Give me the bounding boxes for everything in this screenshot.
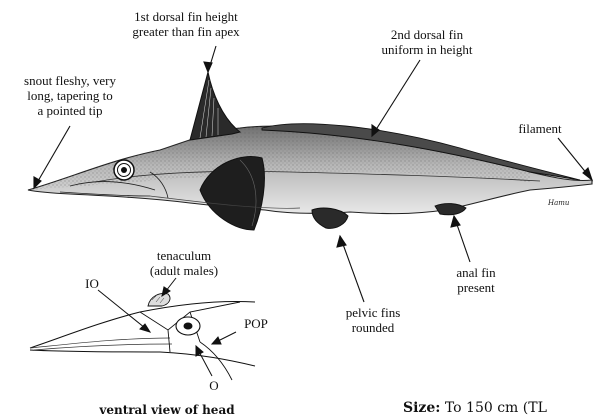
label-tenaculum-line-1: tenaculum bbox=[134, 248, 234, 263]
label-snout-line-2: long, tapering to bbox=[0, 88, 140, 103]
label-pop-text: POP bbox=[236, 316, 276, 331]
label-pop: POP bbox=[236, 316, 276, 331]
first-dorsal-fin bbox=[190, 72, 240, 140]
label-second-dorsal-line-2: uniform in height bbox=[362, 42, 492, 57]
label-snout: snout fleshy, very long, tapering to a p… bbox=[0, 73, 140, 118]
ventral-view-caption-text: ventral view of head bbox=[82, 403, 252, 418]
label-second-dorsal: 2nd dorsal fin uniform in height bbox=[362, 27, 492, 57]
size-label: Size: bbox=[403, 400, 440, 416]
ventral-head-inset bbox=[30, 278, 255, 380]
label-anal-line-1: anal fin bbox=[436, 265, 516, 280]
tenaculum-drawing bbox=[148, 294, 170, 307]
ventral-view-caption: ventral view of head bbox=[82, 403, 252, 418]
label-tenaculum-line-2: (adult males) bbox=[134, 263, 234, 278]
label-first-dorsal: 1st dorsal fin height greater than fin a… bbox=[108, 9, 264, 39]
label-first-dorsal-line-2: greater than fin apex bbox=[108, 24, 264, 39]
label-anal-line-2: present bbox=[436, 280, 516, 295]
label-io-text: IO bbox=[80, 276, 104, 291]
label-pelvic-line-2: rounded bbox=[328, 320, 418, 335]
label-io: IO bbox=[80, 276, 104, 291]
size-value: To 150 cm (TL bbox=[440, 400, 546, 416]
label-pelvic-line-1: pelvic fins bbox=[328, 305, 418, 320]
label-snout-line-1: snout fleshy, very bbox=[0, 73, 140, 88]
label-o-text: O bbox=[206, 378, 222, 393]
size-line: Size: To 150 cm (TL bbox=[403, 400, 547, 416]
label-filament-text: filament bbox=[508, 121, 572, 136]
label-filament: filament bbox=[508, 121, 572, 136]
label-o: O bbox=[206, 378, 222, 393]
label-tenaculum: tenaculum (adult males) bbox=[134, 248, 234, 278]
label-snout-line-3: a pointed tip bbox=[0, 103, 140, 118]
label-pelvic: pelvic fins rounded bbox=[328, 305, 418, 335]
label-first-dorsal-line-1: 1st dorsal fin height bbox=[108, 9, 264, 24]
label-second-dorsal-line-1: 2nd dorsal fin bbox=[362, 27, 492, 42]
artist-signature: Hamu bbox=[548, 199, 569, 207]
label-anal: anal fin present bbox=[436, 265, 516, 295]
